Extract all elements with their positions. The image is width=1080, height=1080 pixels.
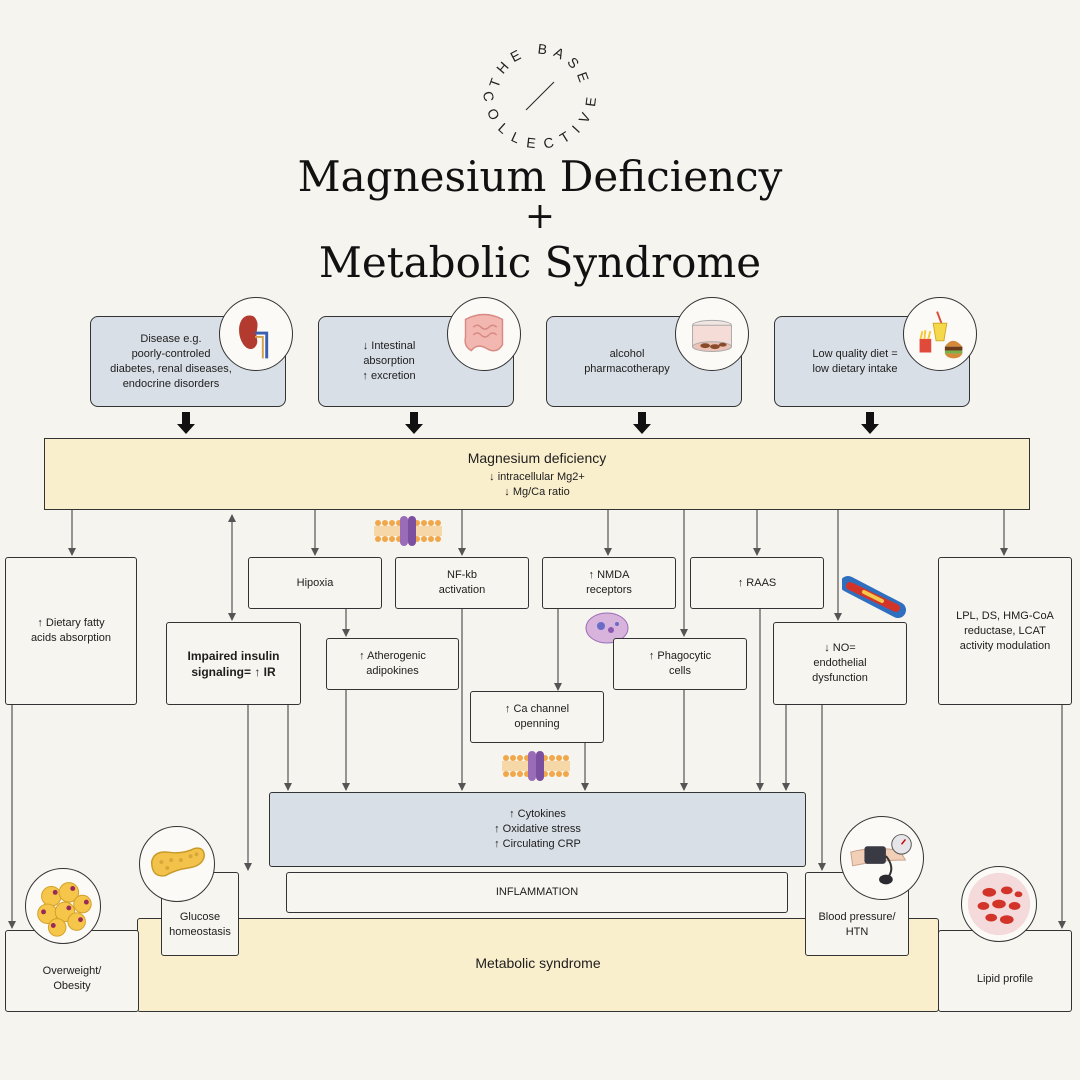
outcome-text: Overweight/ <box>42 965 102 977</box>
mg-line1: ↓ intracellular Mg2+ <box>489 471 585 483</box>
cause-text: low dietary intake <box>812 362 898 375</box>
outcome-text: HTN <box>845 926 869 938</box>
intestine-icon <box>447 297 521 371</box>
ca-channel-box: ↑ Ca channel openning <box>470 691 604 743</box>
outcome-text: homeostasis <box>169 926 231 938</box>
outcome-text: Obesity <box>53 980 91 992</box>
inflammation-markers-box: ↑ Cytokines ↑ Oxidative stress ↑ Circula… <box>269 792 806 867</box>
cause-text: poorly-controled <box>131 347 211 360</box>
node-text: Hipoxia <box>296 576 334 589</box>
node-text: dysfunction <box>812 672 868 684</box>
impaired-insulin-box: Impaired insulin signaling= ↑ IR <box>166 622 301 705</box>
blood-vessel-icon <box>842 576 906 618</box>
ion-channel-icon <box>374 516 442 546</box>
logo: THE BASE COLLECTIVE <box>480 40 594 150</box>
node-text: endothelial <box>813 657 867 669</box>
outcome-text: Glucose <box>179 911 221 923</box>
node-text: receptors <box>586 584 632 596</box>
inflammation-label: INFLAMMATION <box>495 886 579 898</box>
cause-text: endocrine disorders <box>122 377 220 390</box>
node-text: activity modulation <box>959 639 1051 652</box>
no-endothelial-box: ↓ NO= endothelial dysfunction <box>773 622 907 705</box>
cause-text: absorption <box>363 355 415 367</box>
fat-cells-icon <box>25 868 101 944</box>
inflam-text: ↑ Oxidative stress <box>494 823 581 835</box>
node-text: ↑ Dietary fatty <box>37 617 105 629</box>
node-text: ↑ Ca channel <box>504 703 570 715</box>
outcome-text: Blood pressure/ <box>818 911 896 923</box>
inflam-text: ↑ Cytokines <box>509 808 566 820</box>
node-text: cells <box>668 665 691 677</box>
dietary-fatty-acids-box: ↑ Dietary fatty acids absorption <box>5 557 137 705</box>
mg-title: Magnesium deficiency <box>467 450 607 466</box>
cause-text: ↑ excretion <box>362 370 416 382</box>
phagocytic-cells-box: ↑ Phagocytic cells <box>613 638 747 690</box>
obesity-box: Overweight/ Obesity <box>5 930 139 1012</box>
petri-dish-icon <box>675 297 749 371</box>
inflam-text: ↑ Circulating CRP <box>494 838 581 850</box>
inflammation-label-box: INFLAMMATION <box>286 872 788 913</box>
metabolic-syndrome-label: Metabolic syndrome <box>475 954 601 971</box>
cause-text: alcohol <box>609 347 645 360</box>
magnesium-deficiency-box: Magnesium deficiency ↓ intracellular Mg2… <box>44 438 1030 510</box>
title-plus: + <box>524 196 556 237</box>
cause-text: ↓ Intestinal <box>362 340 416 352</box>
node-text: reductase, LCAT <box>964 624 1046 637</box>
nfkb-activation-box: NF-kb activation <box>395 557 529 609</box>
title-line1: Magnesium Deficiency <box>297 152 783 201</box>
kidney-icon <box>219 297 293 371</box>
lpl-modulation-box: LPL, DS, HMG-CoA reductase, LCAT activit… <box>938 557 1072 705</box>
cause-text: Disease e.g. <box>140 332 202 345</box>
node-text: LPL, DS, HMG-CoA <box>956 609 1054 622</box>
outcome-text: Lipid profile <box>976 972 1034 985</box>
nmda-receptors-box: ↑ NMDA receptors <box>542 557 676 609</box>
cell-icon <box>585 612 629 644</box>
node-text: ↑ NMDA <box>588 569 630 581</box>
node-text: signaling= ↑ IR <box>191 664 276 679</box>
node-text: ↑ Atherogenic <box>359 650 426 662</box>
node-text: ↑ Phagocytic <box>648 650 712 662</box>
node-text: openning <box>514 718 560 730</box>
pancreas-icon <box>139 826 215 902</box>
hipoxia-box: Hipoxia <box>248 557 382 609</box>
node-text: Impaired insulin <box>187 648 280 663</box>
node-text: ↑ RAAS <box>737 576 777 589</box>
node-text: adipokines <box>366 665 419 677</box>
node-text: activation <box>438 584 486 596</box>
atherogenic-adipokines-box: ↑ Atherogenic adipokines <box>326 638 459 690</box>
blood-pressure-cuff-icon <box>840 816 924 900</box>
node-text: NF-kb <box>447 569 477 581</box>
node-text: ↓ NO= <box>824 642 856 654</box>
mg-line2: ↓ Mg/Ca ratio <box>504 486 570 498</box>
ion-channel-icon <box>502 751 570 781</box>
node-text: acids absorption <box>30 632 112 644</box>
fast-food-icon <box>903 297 977 371</box>
lipid-profile-box: Lipid profile <box>938 930 1072 1012</box>
cause-text: diabetes, renal diseases, <box>110 362 232 375</box>
cause-text: Low quality diet = <box>812 347 898 360</box>
cause-text: pharmacotherapy <box>584 362 670 375</box>
raas-box: ↑ RAAS <box>690 557 824 609</box>
title-line2: Metabolic Syndrome <box>318 238 762 287</box>
blood-cells-icon <box>961 866 1037 942</box>
